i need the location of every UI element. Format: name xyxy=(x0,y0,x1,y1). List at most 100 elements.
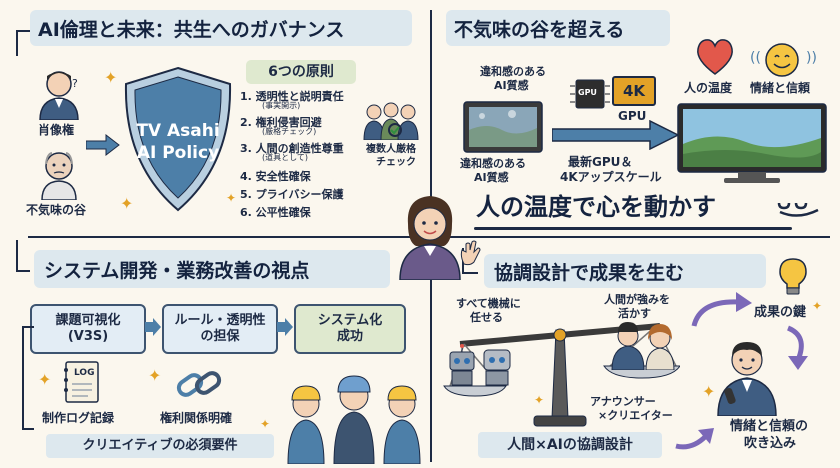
flow-bracket xyxy=(22,326,34,430)
curved-arrow-icon xyxy=(691,292,752,327)
connector-system xyxy=(16,240,30,272)
principle-4: 4. 安全性確保 xyxy=(240,170,311,183)
arrow-right-icon xyxy=(86,134,120,156)
flow-step-rules: ルール・透明性の担保 xyxy=(162,304,278,354)
flow-step-1-line-2: (V3S) xyxy=(67,329,109,344)
principle-2: 2. 権利侵害回避 xyxy=(240,116,322,129)
sparkle-icon: ✦ xyxy=(226,191,237,205)
heart-icon xyxy=(697,39,733,75)
sparkle-icon: ✦ xyxy=(38,370,52,389)
review-label-1: 複数人厳格 xyxy=(366,144,416,155)
sparkle-icon: ✦ xyxy=(104,68,118,87)
after-label-2: AI質感 xyxy=(474,171,509,184)
uncanny-valley-label: 不気味の谷 xyxy=(26,203,87,217)
team-label-1: アナウンサー xyxy=(590,395,656,408)
uncanny-person-icon xyxy=(41,152,77,200)
portrait-rights-label: 肖像権 xyxy=(38,123,75,137)
team-review-icon xyxy=(363,102,419,140)
creator-team-icon xyxy=(611,322,675,370)
upgrade-arrow-icon xyxy=(552,120,680,150)
sparkle-icon: ✦ xyxy=(702,382,716,401)
flow-step-1-line-1: 課題可視化 xyxy=(55,313,121,329)
coop-title: 協調設計で成果を生む xyxy=(484,254,766,288)
sparkle-icon: ✦ xyxy=(534,393,545,407)
shield-line-1: TV Asahi xyxy=(136,121,220,141)
principle-5: 5. プライバシー保護 xyxy=(240,188,344,201)
before-label-1: 違和感のある xyxy=(480,65,546,78)
after-label-1: 違和感のある xyxy=(460,157,526,170)
before-label-2: AI質感 xyxy=(494,79,529,92)
trust-label: 情緒と信頼 xyxy=(750,81,811,95)
gpu-chip-text: GPU xyxy=(578,88,597,97)
new-monitor-icon xyxy=(677,103,827,183)
principles-list: 1. 透明性と説明責任 (事実開示) 2. 権利侵害回避 (厳格チェック) 3.… xyxy=(240,88,380,219)
system-title: システム開発・業務改善の視点 xyxy=(34,250,390,288)
flow-step-2-line-1: ルール・透明性 xyxy=(174,313,266,329)
chain-link-icon xyxy=(176,371,222,397)
machine-label-1: すべて機械に xyxy=(456,297,521,310)
valley-title: 不気味の谷を超える xyxy=(446,10,670,46)
smiley-face-icon xyxy=(765,43,799,77)
rights-label: 権利関係明確 xyxy=(160,411,233,425)
sound-wave-icon: (( xyxy=(750,50,761,66)
human-label-2: 活かす xyxy=(618,307,651,320)
review-label-2: チェック xyxy=(376,157,416,168)
success-key-label: 成果の鍵 xyxy=(754,305,807,320)
principle-2-note: (厳格チェック) xyxy=(262,127,317,136)
sparkle-icon: ✦ xyxy=(120,194,134,213)
flow-step-3-line-1: システム化 xyxy=(317,313,383,329)
flow-step-visualize: 課題可視化(V3S) xyxy=(30,304,146,354)
arrow-right-icon xyxy=(145,318,161,336)
person-portrait-icon xyxy=(39,71,79,120)
principle-1: 1. 透明性と説明責任 xyxy=(240,90,344,103)
infuse-label-2: 吹き込み xyxy=(744,436,797,451)
log-label: 制作ログ記録 xyxy=(42,411,115,425)
horizontal-divider-left xyxy=(28,236,418,238)
ethics-title: AI倫理と未来：共生へのガバナンス xyxy=(30,10,412,46)
sparkle-icon: ✦ xyxy=(260,417,271,431)
principle-1-note: (事実開示) xyxy=(262,101,301,110)
creative-requirements-label: クリエイティブの必須要件 xyxy=(46,434,274,458)
human-ai-design-label: 人間×AIの協調設計 xyxy=(478,432,662,458)
shield-icon xyxy=(124,66,232,212)
old-monitor-icon xyxy=(463,101,543,153)
arrow-right-icon xyxy=(277,318,293,336)
announcer-icon xyxy=(717,342,777,416)
badge-4k: 4K xyxy=(612,76,656,106)
light-bulb-icon xyxy=(779,258,807,295)
principles-title: 6つの原則 xyxy=(246,60,356,84)
principle-3-note: (道具として) xyxy=(262,153,309,162)
infuse-label-1: 情緒と信頼の xyxy=(730,419,809,434)
flow-step-2-line-2: の担保 xyxy=(200,329,240,344)
sound-wave-icon: )) xyxy=(806,50,817,66)
tagline: 人の温度で心を動かす xyxy=(476,193,716,221)
robot-icon xyxy=(449,344,511,386)
curved-arrow-icon xyxy=(786,325,808,370)
question-mark-icon: ? xyxy=(72,77,78,90)
flow-step-success: システム化成功 xyxy=(294,304,406,354)
shield-line-2: AI Policy xyxy=(136,143,220,163)
principle-6: 6. 公平性確保 xyxy=(240,206,311,219)
sparkle-icon: ✦ xyxy=(812,299,823,313)
principle-3: 3. 人間の創造性尊重 xyxy=(240,142,344,155)
warmth-label: 人の温度 xyxy=(684,81,733,95)
gpu-label: GPU xyxy=(618,109,647,123)
upgrade-label-2: 4Kアップスケール xyxy=(560,170,662,184)
log-book-icon xyxy=(64,361,99,403)
gpu-chip-icon xyxy=(570,79,610,109)
workers-group-icon xyxy=(287,375,421,464)
log-tag: LOG xyxy=(74,368,95,378)
sparkle-icon: ✦ xyxy=(148,366,162,385)
flow-step-3-line-2: 成功 xyxy=(336,329,363,344)
connector-ethics xyxy=(16,30,30,56)
curved-arrow-icon xyxy=(675,428,714,450)
upgrade-label-1: 最新GPU＆ xyxy=(568,155,633,169)
horizontal-divider-right xyxy=(440,236,830,238)
presenter-woman-icon xyxy=(399,196,461,280)
waving-hand-icon xyxy=(460,240,481,266)
tagline-underline xyxy=(474,227,792,230)
machine-label-2: 任せる xyxy=(470,311,503,324)
human-label-1: 人間が強みを xyxy=(604,293,670,306)
team-label-2: ×クリエイター xyxy=(598,409,673,422)
